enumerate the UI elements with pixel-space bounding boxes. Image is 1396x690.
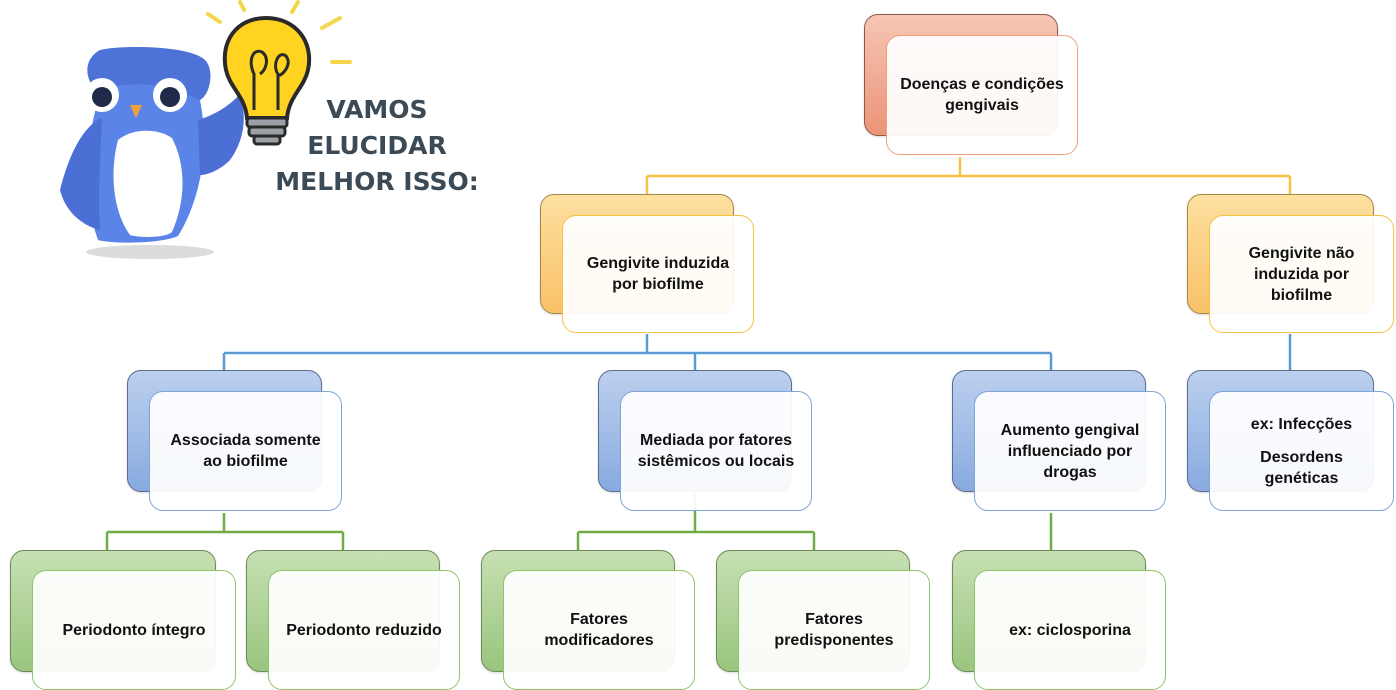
mascot-shadow: [86, 245, 214, 259]
node-gingivitis-induced-label: Gengivite induzida por biofilme: [586, 255, 730, 293]
node-predisposing-factors: Fatores predisponentes: [716, 550, 932, 690]
node-mediated-label: Mediada por fatores sistêmicos ou locais: [637, 432, 795, 470]
connector-mediated: [576, 493, 816, 550]
node-associated-only-label: Associada somente ao biofilme: [170, 432, 321, 470]
node-drug-enlargement-label: Aumento gengival influenciado por drogas: [1000, 421, 1140, 481]
node-gingivitis-not-induced-label: Gengivite não induzida por biofilme: [1248, 244, 1355, 304]
node-predisposing-factors-label: Fatores predisponentes: [774, 611, 894, 649]
connector-root: [645, 157, 1292, 194]
node-drug-enlargement: Aumento gengival influenciado por drogas: [952, 370, 1168, 513]
connector-associated: [105, 513, 345, 550]
node-cyclosporine-example-label: ex: ciclosporina: [1009, 621, 1131, 639]
node-modifying-factors-label: Fatores modificadores: [544, 611, 654, 649]
node-reduced-periodontium: Periodonto reduzido: [246, 550, 462, 690]
mascot-caption-line3: MELHOR ISSO:: [275, 167, 479, 196]
node-not-induced-examples: ex: Infecções Desordens genéticas: [1187, 370, 1396, 513]
owl-mascot-illustration: [60, 0, 352, 259]
node-intact-periodontium-label: Periodonto íntegro: [62, 621, 206, 639]
node-intact-periodontium: Periodonto íntegro: [10, 550, 238, 690]
owl-eye-right-pupil: [160, 87, 180, 107]
owl-wing-left: [60, 118, 102, 230]
node-gingivitis-induced: Gengivite induzida por biofilme: [540, 194, 756, 335]
bulb-base-3: [252, 134, 282, 146]
node-cyclosporine-example: ex: ciclosporina: [952, 550, 1168, 690]
mascot-caption: VAMOS ELUCIDAR MELHOR ISSO:: [262, 92, 492, 200]
mascot-caption-line1: VAMOS: [326, 95, 428, 124]
node-modifying-factors: Fatores modificadores: [481, 550, 697, 690]
mascot-caption-line2: ELUCIDAR: [307, 131, 447, 160]
owl-belly: [113, 130, 183, 237]
node-gingivitis-not-induced: Gengivite não induzida por biofilme: [1187, 194, 1396, 335]
node-associated-only: Associada somente ao biofilme: [127, 370, 344, 513]
node-root-label: Doenças e condições gengivais: [900, 76, 1064, 114]
bulb-rays: [206, 0, 352, 64]
owl-beak: [130, 105, 142, 118]
node-examples-genetic-label: Desordens genéticas: [1260, 448, 1343, 487]
node-reduced-periodontium-label: Periodonto reduzido: [286, 621, 442, 639]
node-examples-infections-label: ex: Infecções: [1250, 415, 1353, 433]
owl-wing-right: [198, 96, 244, 175]
bulb-filament: [249, 49, 290, 110]
connector-induced: [222, 334, 1053, 370]
node-mediated: Mediada por fatores sistêmicos ou locais: [598, 370, 814, 513]
node-root: Doenças e condições gengivais: [864, 14, 1080, 157]
owl-eye-left-pupil: [92, 87, 112, 107]
